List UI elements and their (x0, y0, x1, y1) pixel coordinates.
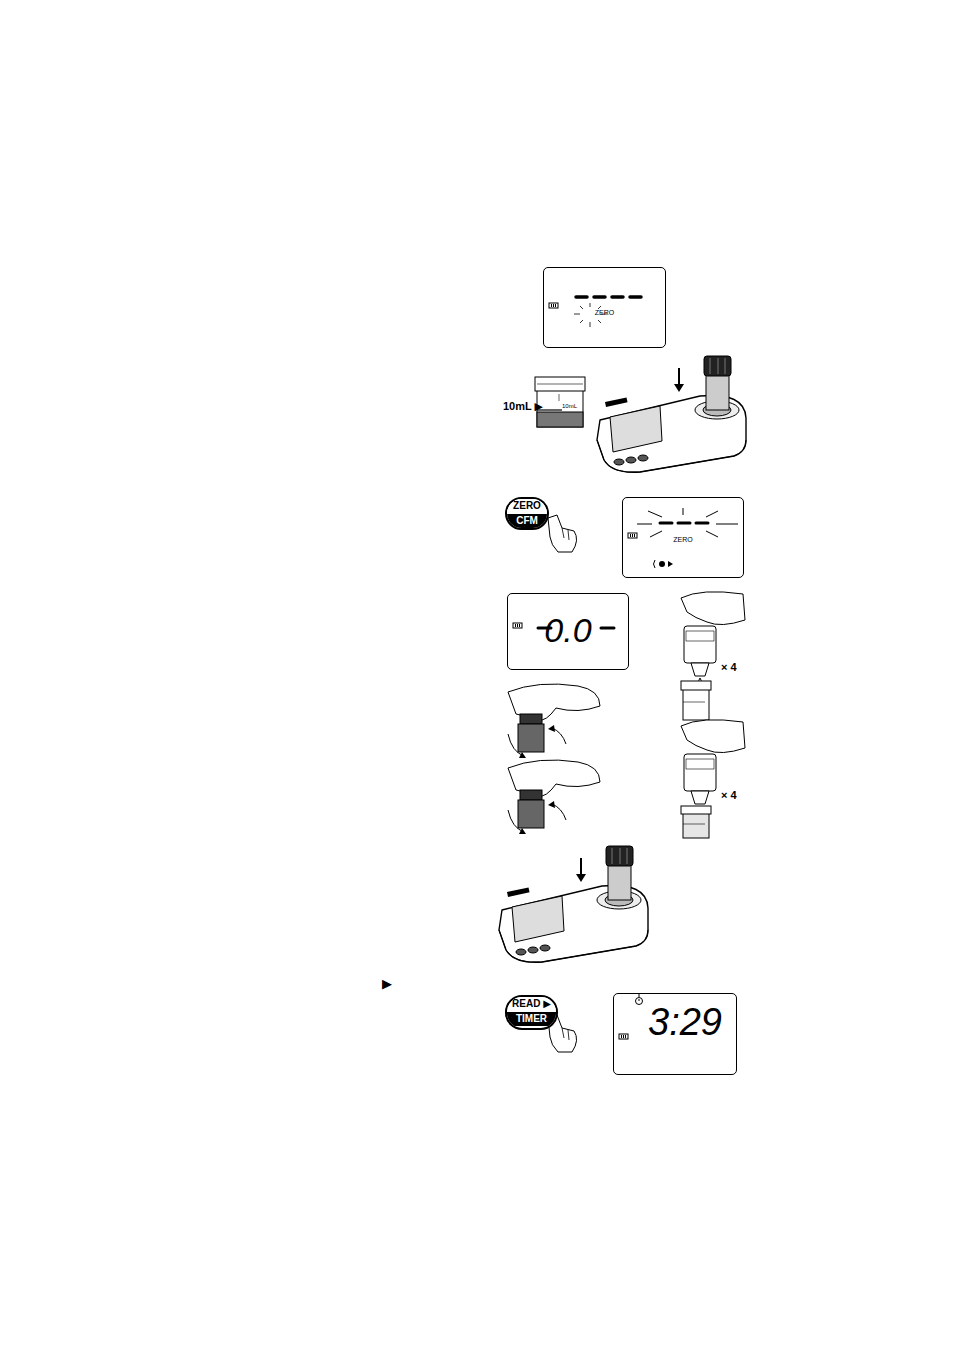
button-label: READ ▶ (507, 997, 556, 1012)
drop-count: × 4 (721, 790, 737, 801)
drop-count: × 4 (721, 662, 737, 673)
button-sublabel: CFM (507, 514, 547, 529)
lcd-display: ZERO (622, 497, 744, 578)
volume-label: 10mL ▶ (503, 401, 543, 412)
display-readout: ZERO (595, 309, 614, 316)
lcd-display: ZERO (543, 267, 666, 348)
zero-cfm-button: ZEROCFM (505, 497, 549, 530)
lcd-display: 0.0 (507, 593, 629, 670)
arrow-symbol: ▶ (382, 977, 392, 990)
button-sublabel: TIMER (507, 1012, 556, 1027)
button-label: ZERO (507, 499, 547, 514)
display-readout: 0.0 (544, 613, 591, 647)
graduation-mark: 10mL (562, 403, 577, 409)
lcd-display: 3:29 (613, 993, 737, 1075)
display-readout: ZERO (673, 536, 692, 543)
read-timer-button: READ ▶TIMER (505, 995, 558, 1030)
display-readout: 3:29 (648, 1003, 722, 1041)
